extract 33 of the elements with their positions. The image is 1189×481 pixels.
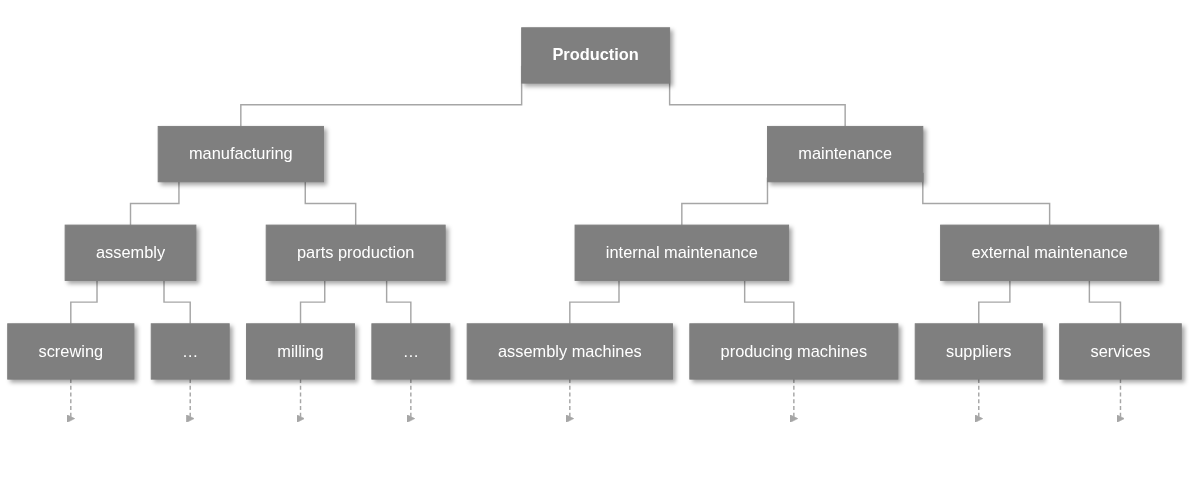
node-box: maintenance xyxy=(767,125,924,183)
connector xyxy=(163,279,191,325)
connector xyxy=(304,181,357,226)
node-box: parts production xyxy=(265,224,446,281)
node-box: assembly xyxy=(64,224,197,281)
node-box: internal maintenance xyxy=(574,224,790,281)
connector xyxy=(385,279,412,325)
node-box: … xyxy=(150,323,230,380)
arrow xyxy=(974,378,983,423)
node-box: assembly machines xyxy=(466,323,673,380)
node-box: external maintenance xyxy=(940,224,1160,281)
node-box: producing machines xyxy=(689,323,899,380)
connector xyxy=(569,279,620,325)
node-box: manufacturing xyxy=(157,125,324,183)
node-box: services xyxy=(1059,323,1182,380)
arrow xyxy=(565,378,575,423)
connector xyxy=(978,279,1011,325)
connector xyxy=(70,279,98,325)
arrow xyxy=(186,378,195,423)
connector xyxy=(743,279,795,325)
node-box: screwing xyxy=(7,323,135,380)
connector xyxy=(129,181,180,226)
arrow xyxy=(406,378,416,423)
arrow xyxy=(296,378,305,423)
connector xyxy=(299,279,326,325)
node-box: suppliers xyxy=(914,323,1043,380)
arrow xyxy=(66,378,76,423)
connector xyxy=(1088,279,1122,325)
node-box: … xyxy=(371,323,451,380)
node-box: milling xyxy=(246,323,355,380)
arrow xyxy=(1116,378,1125,423)
arrow xyxy=(789,378,799,423)
node-box: Production xyxy=(521,27,671,84)
